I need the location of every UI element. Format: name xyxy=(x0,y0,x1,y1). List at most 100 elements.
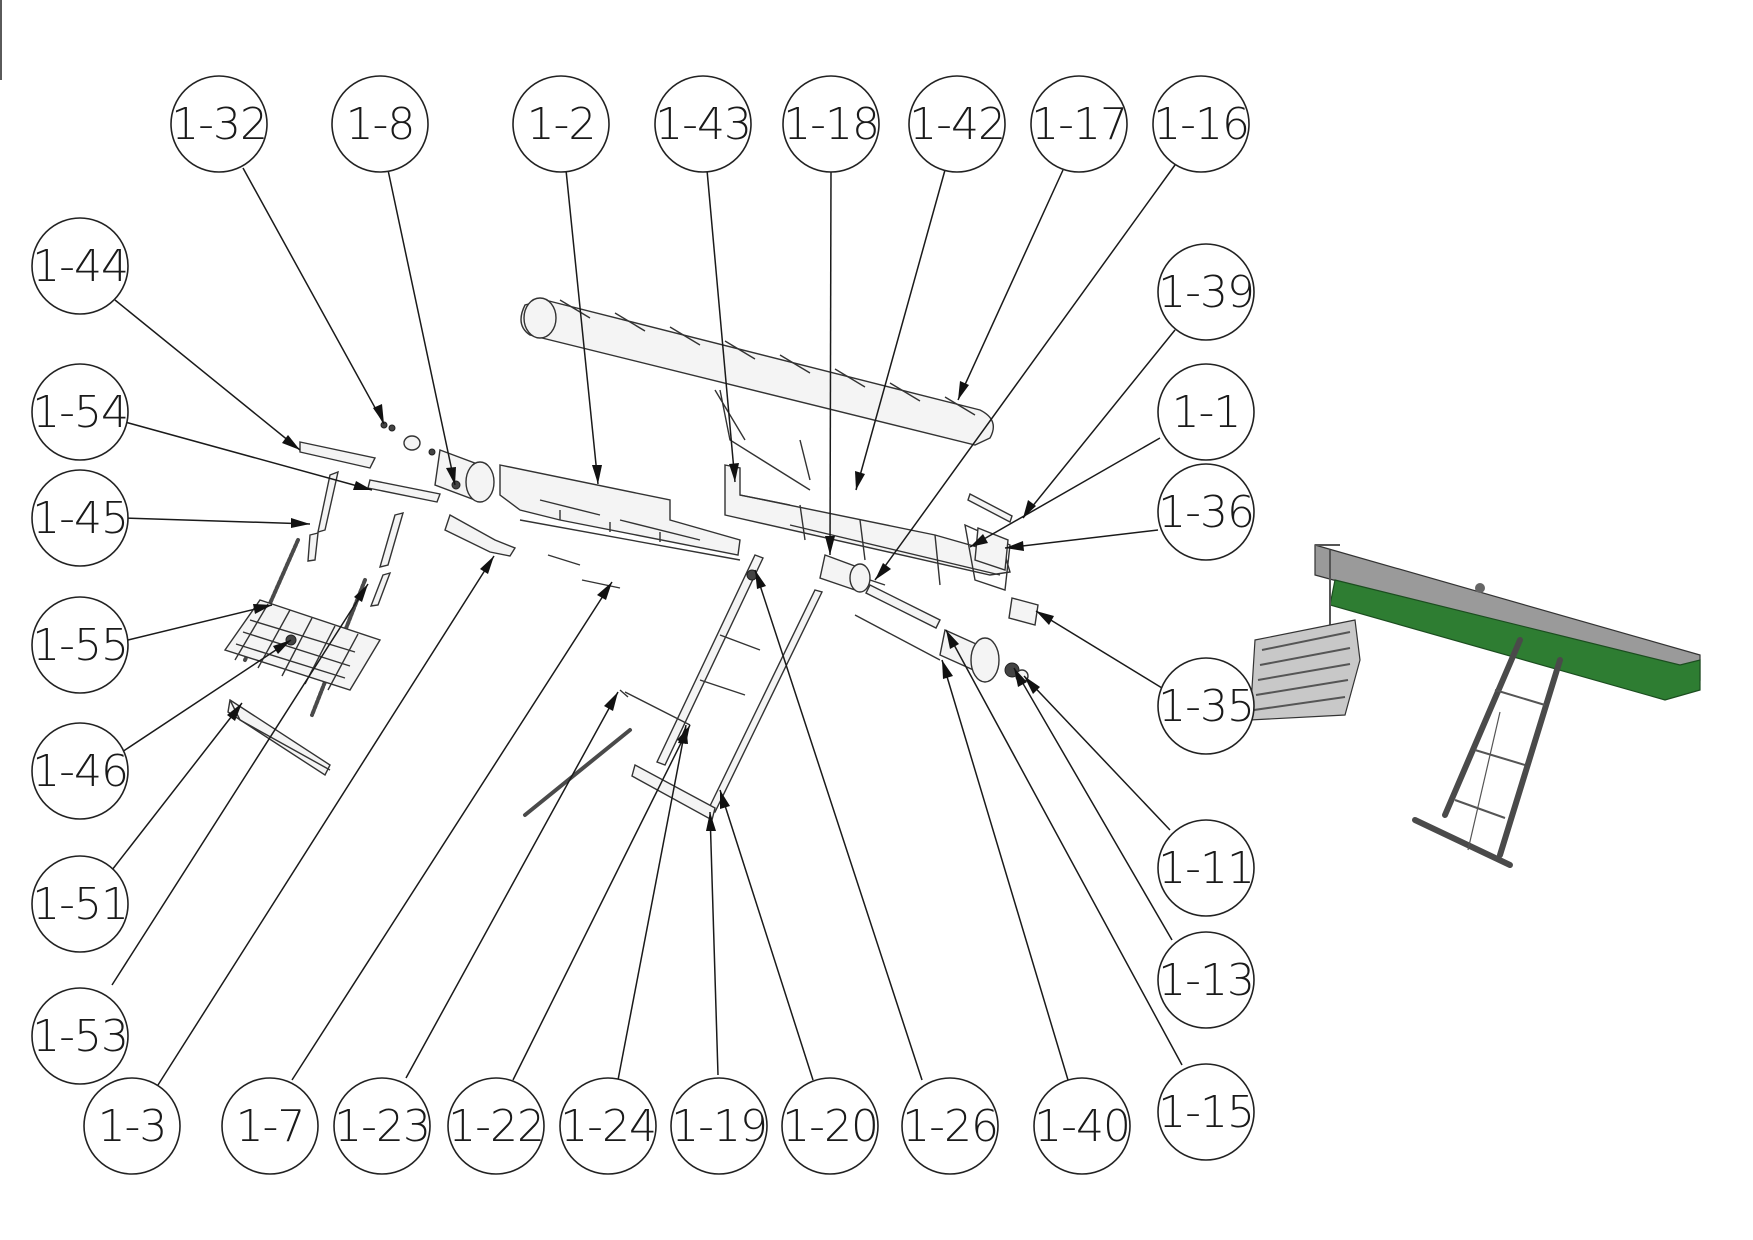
balloon-label: 1-26 xyxy=(902,1101,998,1152)
arrowhead-1-16 xyxy=(875,563,891,580)
arrowhead-1-51 xyxy=(227,703,242,721)
balloon-label: 1-45 xyxy=(32,493,128,544)
balloon-1-17: 1-17 xyxy=(1030,75,1128,173)
balloon-label: 1-2 xyxy=(527,99,596,150)
part-bracket-1-3 xyxy=(444,513,517,557)
arrowhead-1-40 xyxy=(942,660,953,679)
leader-1-3 xyxy=(157,555,495,1086)
leader-1-46 xyxy=(121,639,292,753)
balloon-1-20: 1-20 xyxy=(781,1077,879,1175)
balloon-label: 1-42 xyxy=(909,99,1005,150)
balloon-label: 1-18 xyxy=(783,99,879,150)
leader-1-23 xyxy=(405,691,619,1079)
part-key-1-39 xyxy=(967,492,1013,524)
balloon-1-46: 1-46 xyxy=(31,722,129,820)
leader-1-54 xyxy=(124,421,373,491)
arrowhead-1-15 xyxy=(946,630,959,649)
balloon-label: 1-36 xyxy=(1158,487,1254,538)
arrowhead-1-7 xyxy=(597,582,612,600)
part-strip-c xyxy=(307,532,319,562)
balloon-label: 1-39 xyxy=(1158,267,1254,318)
balloon-label: 1-16 xyxy=(1153,99,1249,150)
balloon-1-36: 1-36 xyxy=(1157,463,1255,561)
arrowhead-1-13 xyxy=(1014,668,1027,687)
balloon-label: 1-53 xyxy=(32,1011,128,1062)
leader-1-22 xyxy=(512,724,691,1081)
part-leg-frame xyxy=(619,554,823,822)
balloon-1-44: 1-44 xyxy=(31,217,129,315)
arrowhead-1-17 xyxy=(958,381,969,400)
part-strip-d xyxy=(369,571,392,607)
leader-1-13 xyxy=(1013,667,1173,941)
arrowhead-1-36 xyxy=(1005,541,1024,551)
balloon-1-11: 1-11 xyxy=(1157,819,1255,917)
assembled-bolt xyxy=(1475,583,1485,593)
leader-1-26 xyxy=(754,569,923,1081)
arrowhead-1-45 xyxy=(291,518,310,528)
leader-1-51 xyxy=(111,702,243,871)
balloon-1-53: 1-53 xyxy=(31,987,129,1085)
balloon-label: 1-17 xyxy=(1031,99,1127,150)
balloon-label: 1-19 xyxy=(671,1101,767,1152)
part-hardware-small xyxy=(380,421,436,456)
balloon-label: 1-55 xyxy=(32,620,128,671)
part-left-frame xyxy=(499,464,741,561)
balloon-1-26: 1-26 xyxy=(901,1077,999,1175)
balloon-1-3: 1-3 xyxy=(83,1077,181,1175)
balloon-label: 1-7 xyxy=(236,1101,305,1152)
arrowhead-1-1 xyxy=(970,534,988,547)
arrowhead-1-54 xyxy=(353,481,372,490)
arrowhead-1-18 xyxy=(825,536,835,555)
balloon-1-18: 1-18 xyxy=(782,75,880,173)
exploded-parts xyxy=(223,297,1039,822)
balloon-1-45: 1-45 xyxy=(31,469,129,567)
arrowhead-1-42 xyxy=(855,471,865,490)
arrowhead-1-53 xyxy=(354,584,368,602)
leader-1-43 xyxy=(706,169,736,483)
leader-1-18 xyxy=(829,169,832,556)
leader-1-1 xyxy=(969,437,1161,548)
arrowhead-1-11 xyxy=(1024,676,1040,694)
balloon-label: 1-40 xyxy=(1034,1101,1130,1152)
balloon-label: 1-3 xyxy=(98,1101,167,1152)
assembled-conveyor-view xyxy=(1249,544,1701,868)
balloon-1-13: 1-13 xyxy=(1157,931,1255,1029)
balloon-label: 1-20 xyxy=(782,1101,878,1152)
balloon-label: 1-43 xyxy=(655,99,751,150)
balloon-label: 1-15 xyxy=(1158,1087,1254,1138)
leader-1-39 xyxy=(1022,329,1176,519)
part-axle-1-7 xyxy=(547,554,581,566)
leader-1-19 xyxy=(709,811,719,1076)
arrowhead-1-46 xyxy=(273,640,291,654)
balloon-label: 1-44 xyxy=(32,241,128,292)
arrowhead-1-23 xyxy=(604,692,618,711)
part-strip-1-45 xyxy=(317,470,339,533)
part-drum-left xyxy=(434,449,495,503)
part-shaft-1-23 xyxy=(581,579,621,589)
balloon-1-16: 1-16 xyxy=(1152,75,1250,173)
balloon-label: 1-54 xyxy=(32,387,128,438)
leader-1-53 xyxy=(111,583,369,986)
part-flat-bar-1-54 xyxy=(367,479,441,503)
leader-1-44 xyxy=(114,299,301,451)
arrowhead-1-43 xyxy=(729,463,739,482)
balloon-label: 1-35 xyxy=(1158,681,1254,732)
leader-1-16 xyxy=(874,164,1176,581)
arrowhead-1-35 xyxy=(1036,611,1054,625)
part-shaft-1-26 xyxy=(865,584,941,629)
balloon-1-7: 1-7 xyxy=(221,1077,319,1175)
part-chain-rod-1-53 xyxy=(523,728,632,817)
arrowhead-1-39 xyxy=(1023,500,1036,518)
balloon-1-2: 1-2 xyxy=(512,75,610,173)
leader-1-45 xyxy=(124,517,311,525)
balloon-1-42: 1-42 xyxy=(908,75,1006,173)
balloon-label: 1-23 xyxy=(334,1101,430,1152)
leader-1-32 xyxy=(242,167,385,425)
balloon-label: 1-24 xyxy=(560,1101,656,1152)
balloon-1-23: 1-23 xyxy=(333,1077,431,1175)
leader-1-55 xyxy=(127,604,273,641)
leader-1-40 xyxy=(941,659,1069,1081)
balloon-label: 1-13 xyxy=(1158,955,1254,1006)
arrowhead-1-2 xyxy=(592,465,602,484)
